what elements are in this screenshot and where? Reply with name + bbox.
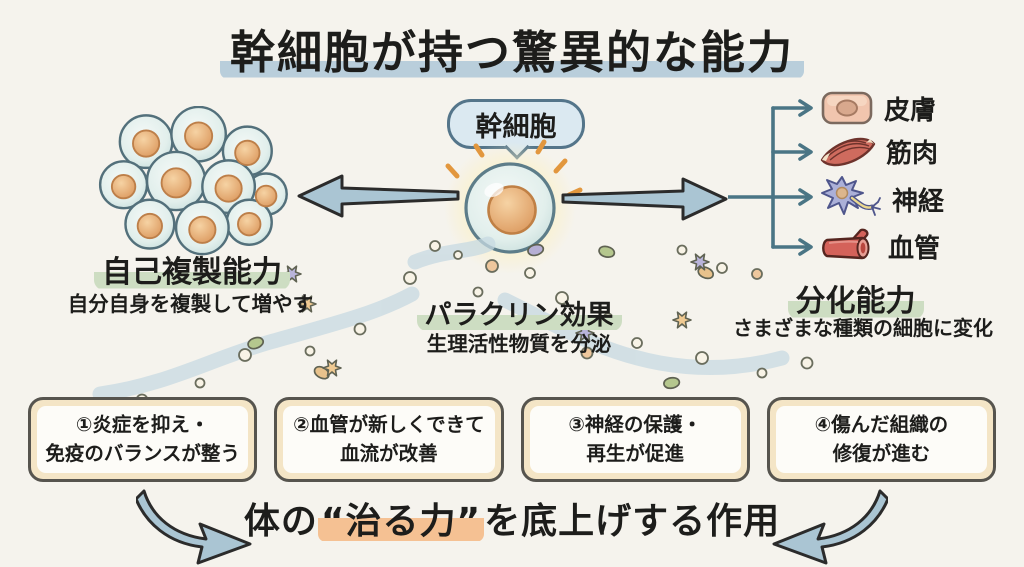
target-label-muscle: 筋肉 xyxy=(886,139,939,169)
skin-cell-icon xyxy=(821,91,873,125)
effect-1-line1: ①炎症を抑え・ xyxy=(75,413,210,437)
neuron-icon xyxy=(821,176,881,216)
effect-3-line1: ③神経の保護・ xyxy=(568,413,702,437)
target-label-skin: 皮膚 xyxy=(884,95,937,126)
arrow-right-icon xyxy=(561,177,728,221)
differentiation-subtext: さまざまな種類の細胞に変化 xyxy=(733,316,993,340)
self-renewal-heading: 自己複製能力 xyxy=(58,247,326,291)
target-row-skin: 皮膚 xyxy=(820,88,936,128)
target-label-vessel: 血管 xyxy=(888,233,941,264)
curved-arrow-left-icon xyxy=(136,489,252,565)
page-title: 幹細胞が持つ驚異的な能力 xyxy=(0,16,1024,81)
target-row-vessel: 血管 xyxy=(820,227,940,265)
effect-box-1: ①炎症を抑え・ 免疫のバランスが整う xyxy=(28,397,258,482)
arrow-left-icon xyxy=(297,174,460,218)
footer-prefix: 体の xyxy=(243,501,318,542)
effect-2-line1: ②血管が新しくできて xyxy=(293,413,485,437)
paracrine-subtext: 生理活性物質を分泌 xyxy=(426,332,612,356)
branch-arrows-icon xyxy=(728,99,813,256)
effect-4-line1: ④傷んだ組織の xyxy=(814,413,949,437)
target-row-nerve: 神経 xyxy=(820,174,944,224)
self-renewal-subtext: 自分自身を複製して増やす xyxy=(67,292,314,316)
cell-cluster-icon xyxy=(98,106,288,256)
footer-highlight: “治る力” xyxy=(317,501,485,542)
effect-2-line2: 血流が改善 xyxy=(340,441,438,465)
effects-row: ①炎症を抑え・ 免疫のバランスが整う ②血管が新しくできて 血流が改善 ③神経の… xyxy=(28,397,996,482)
differentiation-heading: 分化能力 xyxy=(738,276,973,320)
effect-1-line2: 免疫のバランスが整う xyxy=(45,441,240,465)
muscle-icon xyxy=(820,137,876,166)
effect-box-2: ②血管が新しくできて 血流が改善 xyxy=(274,397,504,482)
effect-4-line2: 修復が進む xyxy=(832,441,931,465)
footer-statement: 体の“治る力”を底上げする作用 xyxy=(0,492,1024,544)
target-row-muscle: 筋肉 xyxy=(820,133,938,170)
curved-arrow-right-icon xyxy=(772,489,888,565)
target-label-nerve: 神経 xyxy=(892,186,945,217)
page-title-text: 幹細胞が持つ驚異的な能力 xyxy=(219,26,804,79)
paracrine-heading: パラクリン効果 xyxy=(393,293,645,332)
effect-box-4: ④傷んだ組織の 修復が進む xyxy=(766,397,996,482)
footer-suffix: を底上げする作用 xyxy=(484,501,781,542)
effect-3-line2: 再生が促進 xyxy=(586,441,684,465)
effect-box-3: ③神経の保護・ 再生が促進 xyxy=(520,397,750,482)
blood-vessel-icon xyxy=(822,228,870,260)
